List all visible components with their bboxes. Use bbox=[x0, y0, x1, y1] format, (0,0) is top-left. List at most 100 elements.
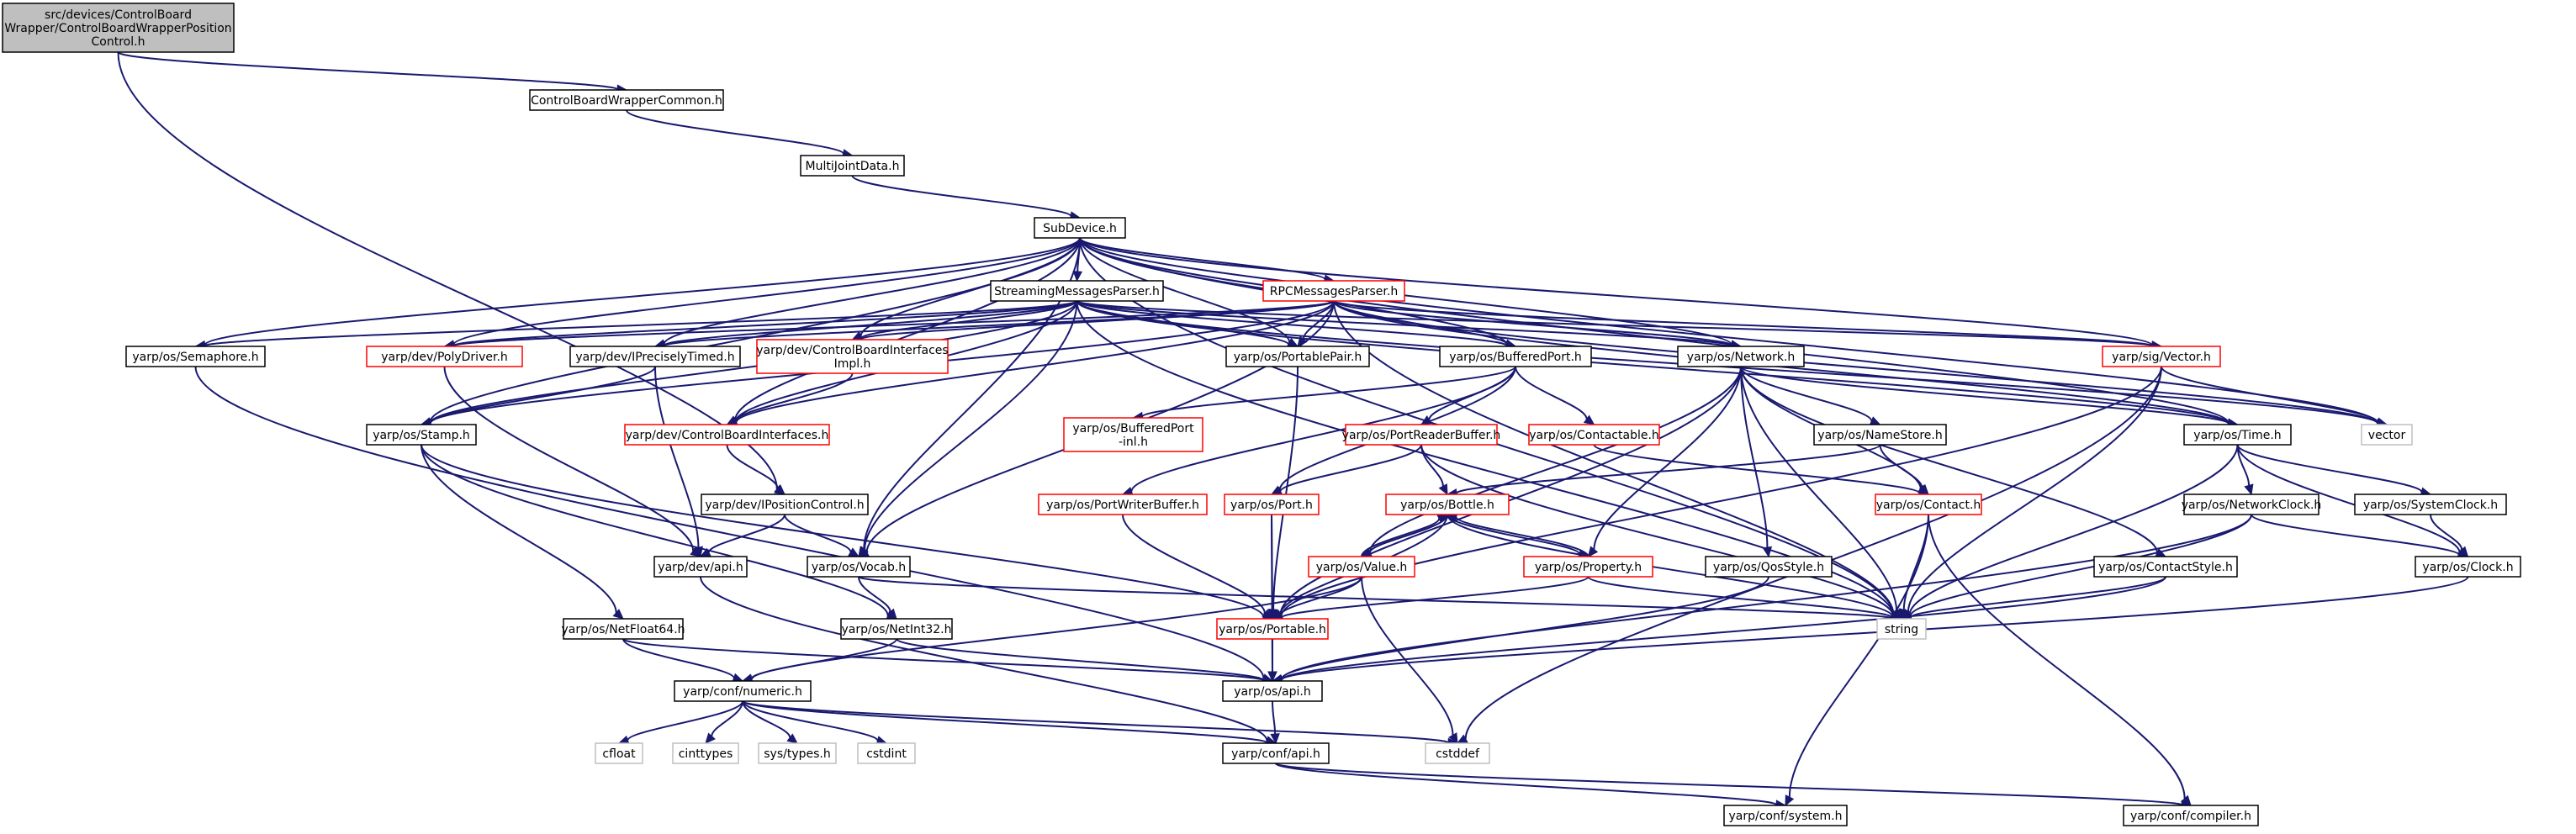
edge-sub-to-sem bbox=[204, 237, 1081, 346]
node-bpinl[interactable]: yarp/os/BufferedPort-inl.h bbox=[1063, 417, 1203, 452]
edge-sub-to-cbi bbox=[734, 237, 1081, 420]
node-box bbox=[701, 494, 869, 515]
node-label: Impl.h bbox=[834, 357, 871, 371]
edge-ipt-to-devapi bbox=[654, 366, 700, 548]
node-box bbox=[672, 742, 739, 764]
node-cbwc[interactable]: ControlBoardWrapperCommon.h bbox=[529, 89, 724, 111]
node-ns[interactable]: yarp/os/NameStore.h bbox=[1813, 424, 1947, 446]
node-smp[interactable]: StreamingMessagesParser.h bbox=[990, 280, 1164, 302]
node-system[interactable]: yarp/conf/system.h bbox=[1723, 805, 1848, 826]
node-label: yarp/os/Property.h bbox=[1535, 561, 1642, 574]
node-net[interactable]: yarp/os/Network.h bbox=[1677, 346, 1805, 367]
node-label: yarp/os/QosStyle.h bbox=[1713, 561, 1824, 574]
node-box bbox=[529, 89, 724, 111]
arrowhead-vocab-to-ni32 bbox=[886, 608, 897, 620]
node-label: sys/types.h bbox=[764, 747, 830, 761]
edge-smp-to-sem bbox=[204, 300, 1078, 347]
node-box bbox=[563, 618, 684, 640]
edge-ns-to-bottle bbox=[1455, 444, 1881, 494]
node-box bbox=[1523, 556, 1653, 578]
node-box bbox=[624, 424, 830, 446]
edge-prop-to-portable bbox=[1280, 576, 1590, 619]
node-box bbox=[2354, 494, 2507, 515]
node-compiler[interactable]: yarp/conf/compiler.h bbox=[2123, 805, 2259, 826]
node-box bbox=[1345, 424, 1498, 446]
edge-vocab-to-ni32 bbox=[858, 576, 891, 613]
node-box bbox=[653, 556, 748, 578]
node-cbi[interactable]: yarp/dev/ControlBoardInterfaces.h bbox=[624, 424, 830, 446]
node-devapi[interactable]: yarp/dev/api.h bbox=[653, 556, 748, 578]
node-confapi[interactable]: yarp/conf/api.h bbox=[1222, 742, 1330, 764]
node-box bbox=[1439, 346, 1592, 367]
node-portable[interactable]: yarp/os/Portable.h bbox=[1216, 618, 1329, 640]
node-bottle[interactable]: yarp/os/Bottle.h bbox=[1385, 494, 1510, 515]
node-sub[interactable]: SubDevice.h bbox=[1034, 217, 1126, 239]
node-numeric[interactable]: yarp/conf/numeric.h bbox=[674, 680, 812, 702]
edge-prb-to-port bbox=[1279, 444, 1422, 493]
edge-ipt-to-stamp bbox=[429, 366, 656, 424]
node-ctb[interactable]: yarp/os/Contactable.h bbox=[1528, 424, 1660, 446]
node-label: -inl.h bbox=[1119, 435, 1148, 449]
node-port[interactable]: yarp/os/Port.h bbox=[1224, 494, 1320, 515]
node-vec[interactable]: yarp/sig/Vector.h bbox=[2102, 346, 2221, 367]
edge-nf64-to-osapi bbox=[622, 638, 1265, 682]
edge-vec-to-portable bbox=[1280, 366, 2162, 617]
node-nc[interactable]: yarp/os/NetworkClock.h bbox=[2182, 494, 2322, 515]
node-root[interactable]: src/devices/ControlBoardWrapper/ControlB… bbox=[2, 3, 235, 53]
node-clock[interactable]: yarp/os/Clock.h bbox=[2415, 556, 2521, 578]
node-cinttypes: cinttypes bbox=[672, 742, 739, 764]
node-pwb[interactable]: yarp/os/PortWriterBuffer.h bbox=[1038, 494, 1208, 515]
edge-nf64-to-numeric bbox=[622, 638, 735, 678]
node-stamp[interactable]: yarp/os/Stamp.h bbox=[366, 424, 477, 446]
node-sem[interactable]: yarp/os/Semaphore.h bbox=[125, 346, 266, 367]
arrowhead-net-to-qos bbox=[1762, 546, 1773, 558]
node-box bbox=[2, 3, 235, 53]
arrowhead-osapi-to-confapi bbox=[1270, 733, 1280, 745]
node-prop[interactable]: yarp/os/Property.h bbox=[1523, 556, 1653, 578]
edge-clock-to-osapi bbox=[1280, 576, 2469, 681]
graph-nodes: src/devices/ControlBoardWrapper/ControlB… bbox=[2, 3, 2521, 826]
node-nf64[interactable]: yarp/os/NetFloat64.h bbox=[561, 618, 685, 640]
node-box bbox=[1222, 742, 1330, 764]
node-box bbox=[366, 346, 523, 367]
edge-cstyle-to-string bbox=[1909, 576, 2166, 619]
node-ni32[interactable]: yarp/os/NetInt32.h bbox=[840, 618, 953, 640]
node-osapi[interactable]: yarp/os/api.h bbox=[1222, 680, 1323, 702]
node-vocab[interactable]: yarp/os/Vocab.h bbox=[807, 556, 911, 578]
node-qos[interactable]: yarp/os/QosStyle.h bbox=[1705, 556, 1833, 578]
node-pp[interactable]: yarp/os/PortablePair.h bbox=[1225, 346, 1370, 367]
node-time[interactable]: yarp/os/Time.h bbox=[2183, 424, 2292, 446]
node-label: yarp/os/Portable.h bbox=[1219, 623, 1326, 636]
node-box bbox=[1705, 556, 1833, 578]
node-value[interactable]: yarp/os/Value.h bbox=[1308, 556, 1415, 578]
node-vector: vector bbox=[2361, 424, 2413, 446]
node-ipt[interactable]: yarp/dev/IPreciselyTimed.h bbox=[569, 346, 741, 367]
edge-smp-to-vocab bbox=[864, 300, 1078, 550]
node-sc[interactable]: yarp/os/SystemClock.h bbox=[2354, 494, 2507, 515]
node-rpc[interactable]: RPCMessagesParser.h bbox=[1262, 280, 1405, 302]
node-mjd[interactable]: MultiJointData.h bbox=[800, 155, 905, 177]
node-box bbox=[2415, 556, 2521, 578]
node-label: yarp/os/NetworkClock.h bbox=[2182, 499, 2322, 512]
node-label: yarp/os/Network.h bbox=[1687, 351, 1796, 364]
arrowhead-net-to-prop bbox=[1587, 546, 1599, 557]
edge-rpc-to-cbi bbox=[735, 300, 1335, 424]
arrowhead-sc-to-clock bbox=[2457, 546, 2469, 557]
node-cstyle[interactable]: yarp/os/ContactStyle.h bbox=[2093, 556, 2238, 578]
node-ipc[interactable]: yarp/dev/IPositionControl.h bbox=[701, 494, 869, 515]
node-prb[interactable]: yarp/os/PortReaderBuffer.h bbox=[1342, 424, 1501, 446]
node-label: src/devices/ControlBoard bbox=[45, 8, 192, 22]
node-poly[interactable]: yarp/dev/PolyDriver.h bbox=[366, 346, 523, 367]
node-contact[interactable]: yarp/os/Contact.h bbox=[1875, 494, 1982, 515]
node-label: cinttypes bbox=[679, 747, 733, 761]
edge-numeric-to-cstddef bbox=[742, 700, 1450, 744]
arrowhead-sub-to-smp bbox=[1072, 271, 1083, 282]
arrowhead-ns-to-contact bbox=[1917, 483, 1929, 495]
edge-numeric-to-cinttypes bbox=[711, 700, 743, 736]
node-bp[interactable]: yarp/os/BufferedPort.h bbox=[1439, 346, 1592, 367]
arrowhead-portable-to-osapi bbox=[1267, 671, 1277, 683]
node-box bbox=[2093, 556, 2238, 578]
node-box bbox=[2123, 805, 2259, 826]
node-label: yarp/os/PortablePair.h bbox=[1234, 351, 1362, 364]
